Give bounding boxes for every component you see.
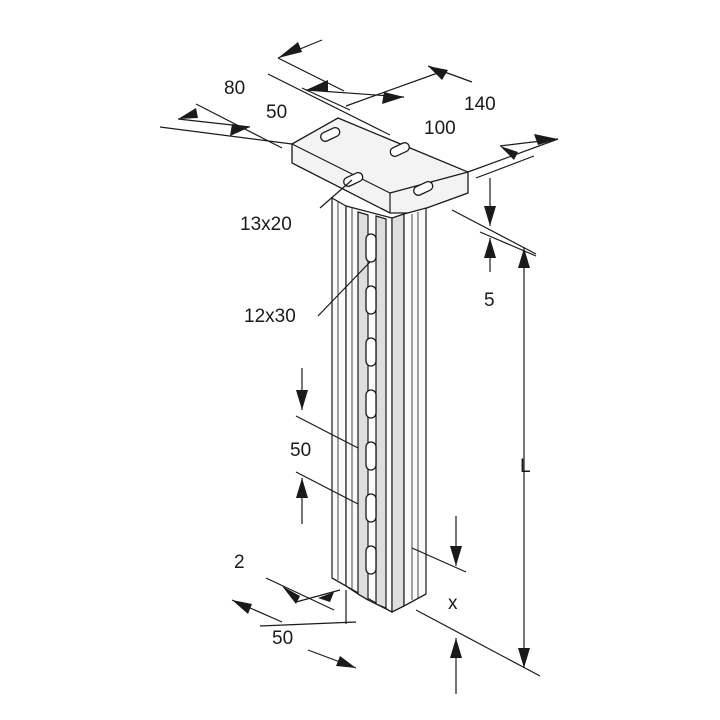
dim-label-100: 100: [424, 118, 456, 139]
profile-slot: [365, 441, 377, 471]
dim-label-140: 140: [464, 94, 496, 115]
dimension-labels: 80 50 140 100 13x20 12x30 5 50 L 2 50 x: [224, 78, 531, 649]
dim-label-50-top: 50: [266, 102, 287, 123]
dim-label-13x20: 13x20: [240, 214, 292, 235]
dim-label-80: 80: [224, 78, 245, 99]
plate-slot: [413, 180, 434, 196]
dim-label-x: x: [448, 593, 458, 614]
dim-label-12x30: 12x30: [244, 306, 296, 327]
profile-slot: [365, 285, 377, 315]
profile-slot: [365, 337, 377, 367]
dim-label-50-pitch: 50: [290, 440, 311, 461]
profile-column: [331, 196, 427, 614]
dimension-arrows: [178, 42, 558, 668]
profile-slot: [365, 493, 377, 523]
profile-slot: [365, 389, 377, 419]
dim-label-L: L: [520, 456, 531, 477]
dim-label-50-bottom: 50: [272, 628, 293, 649]
dim-label-2: 2: [234, 552, 245, 573]
plate-slot: [389, 142, 410, 158]
dimension-lines: [159, 39, 559, 694]
profile-slot: [365, 233, 377, 263]
profile-slots: [365, 233, 377, 575]
plate-slot: [320, 126, 341, 142]
dim-label-5: 5: [484, 290, 495, 311]
profile-slot: [365, 545, 377, 575]
